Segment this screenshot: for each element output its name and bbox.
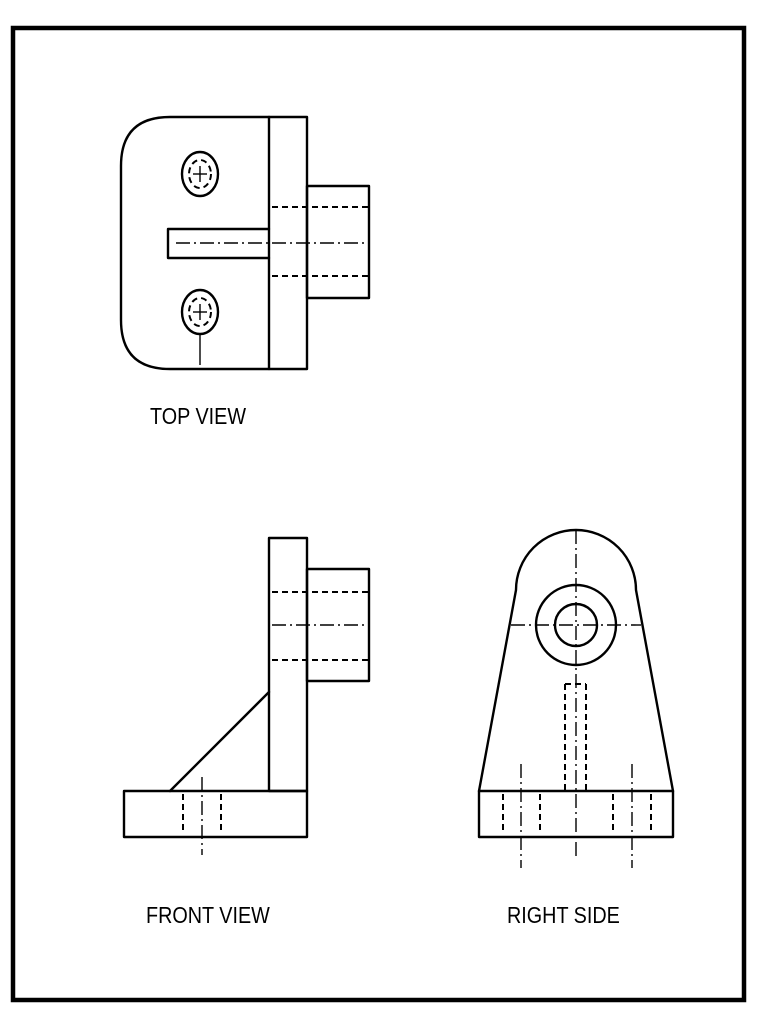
front-view-base <box>122 789 309 839</box>
top-view <box>119 115 371 371</box>
top-view-base-outline <box>119 115 309 371</box>
right-side-label: RIGHT SIDE <box>507 902 620 928</box>
front-view <box>122 536 371 855</box>
sheet-border <box>10 25 747 1003</box>
top-view-slot <box>166 227 271 260</box>
right-side-view <box>477 528 675 868</box>
top-view-boss <box>305 184 371 300</box>
front-view-rib <box>168 690 271 793</box>
top-view-hole-lower <box>180 288 220 365</box>
top-view-hole-upper <box>180 150 220 198</box>
front-view-upright <box>267 536 309 793</box>
front-view-label: FRONT VIEW <box>146 902 270 928</box>
top-view-label: TOP VIEW <box>150 403 246 429</box>
